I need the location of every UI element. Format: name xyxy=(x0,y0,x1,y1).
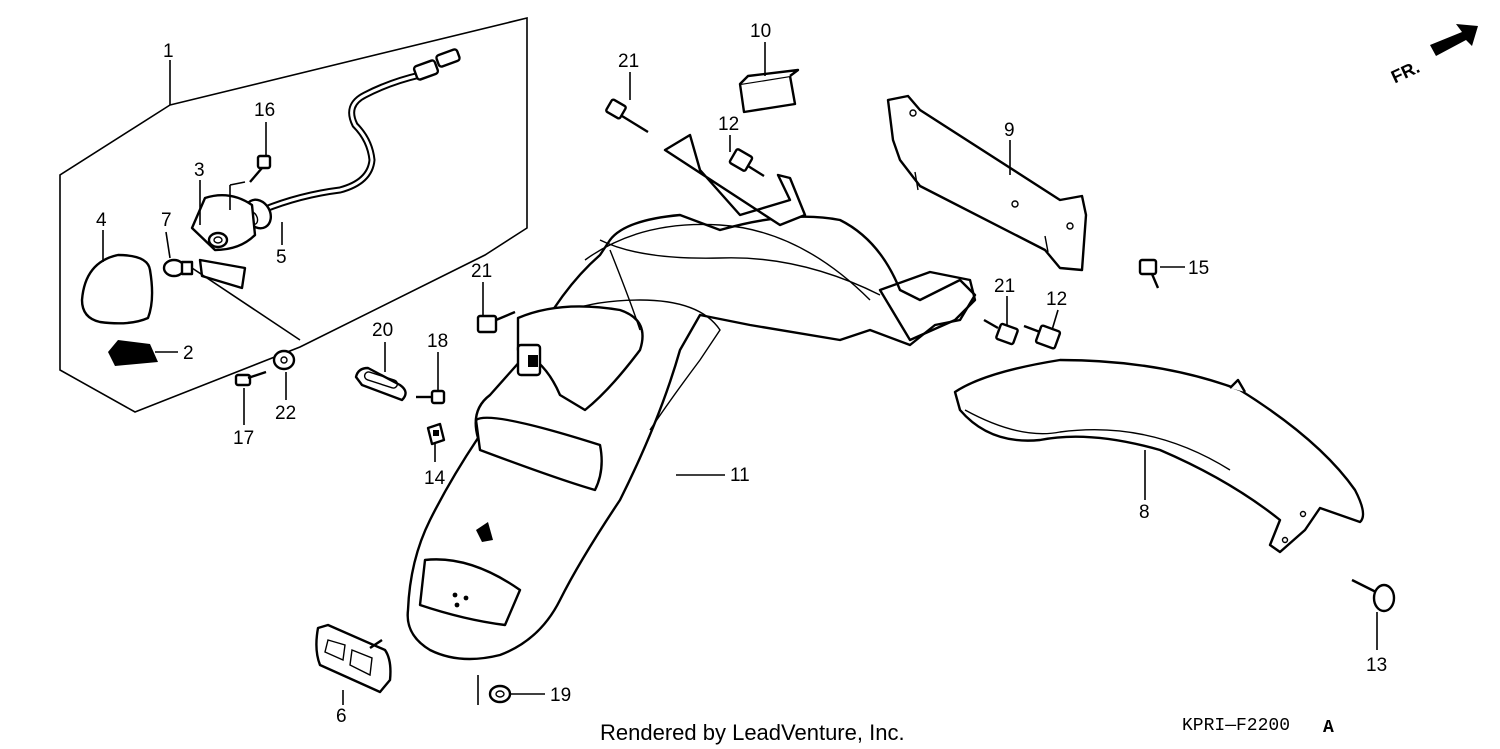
callout-11: 11 xyxy=(730,465,750,486)
callout-21-top: 21 xyxy=(618,51,639,72)
callout-12-right: 12 xyxy=(1046,289,1067,310)
callout-19: 19 xyxy=(550,685,571,706)
callout-14: 14 xyxy=(424,468,446,489)
callout-labels: 1 2 3 4 5 6 7 8 9 10 11 12 12 13 14 15 1… xyxy=(96,21,1387,727)
diagram-code: KPRI—F2200 xyxy=(1182,716,1290,736)
callout-22: 22 xyxy=(275,403,296,424)
callout-21-right: 21 xyxy=(994,276,1015,297)
bolt-21-middle xyxy=(476,310,516,334)
reflector-6 xyxy=(315,623,392,694)
screw-18 xyxy=(416,389,446,405)
callout-20: 20 xyxy=(372,320,393,341)
bolt-21-top xyxy=(605,98,649,134)
callout-13: 13 xyxy=(1366,655,1387,676)
direction-label: FR. xyxy=(1388,57,1423,87)
wire-harness xyxy=(243,48,461,230)
callout-17: 17 xyxy=(233,428,254,449)
callout-12-top: 12 xyxy=(718,114,739,135)
callout-16: 16 xyxy=(254,100,275,121)
bulb xyxy=(162,258,194,278)
callout-5: 5 xyxy=(276,247,287,268)
bolt-12-top xyxy=(728,148,765,178)
tail-light-socket xyxy=(190,194,301,341)
callout-7: 7 xyxy=(161,210,172,231)
bolt-13 xyxy=(1351,578,1396,613)
clip-14 xyxy=(426,422,446,446)
leader-lines xyxy=(102,42,1378,705)
bolt-15 xyxy=(1138,258,1160,289)
callout-9: 9 xyxy=(1004,120,1015,141)
bracket-plate-9 xyxy=(886,94,1088,272)
bolt-21-right xyxy=(983,318,1019,346)
front-direction-arrow xyxy=(1430,24,1478,56)
nut-19 xyxy=(488,684,512,704)
callout-2: 2 xyxy=(183,343,194,364)
diagram-code-suffix: A xyxy=(1323,718,1334,738)
tail-light-lens xyxy=(80,253,154,325)
washer-22 xyxy=(272,349,296,371)
callout-3: 3 xyxy=(194,160,205,181)
splash-guard-8 xyxy=(953,358,1365,554)
callout-8: 8 xyxy=(1139,502,1150,523)
footer-credit: Rendered by LeadVenture, Inc. xyxy=(600,720,905,745)
screw-17 xyxy=(234,370,267,387)
callout-1: 1 xyxy=(163,41,174,62)
callout-4: 4 xyxy=(96,210,107,231)
callout-15: 15 xyxy=(1188,258,1209,279)
rubber-block-10 xyxy=(738,68,800,114)
rear-fender xyxy=(406,133,977,661)
license-lens-20 xyxy=(354,366,407,402)
tail-light-assembly-box xyxy=(59,16,528,413)
bolt-12-right xyxy=(1023,324,1062,350)
callout-10: 10 xyxy=(750,21,771,42)
lens-gasket xyxy=(108,340,158,366)
callout-21-middle: 21 xyxy=(471,261,492,282)
screw-16 xyxy=(229,154,272,210)
callout-18: 18 xyxy=(427,331,448,352)
callout-6: 6 xyxy=(336,706,347,727)
